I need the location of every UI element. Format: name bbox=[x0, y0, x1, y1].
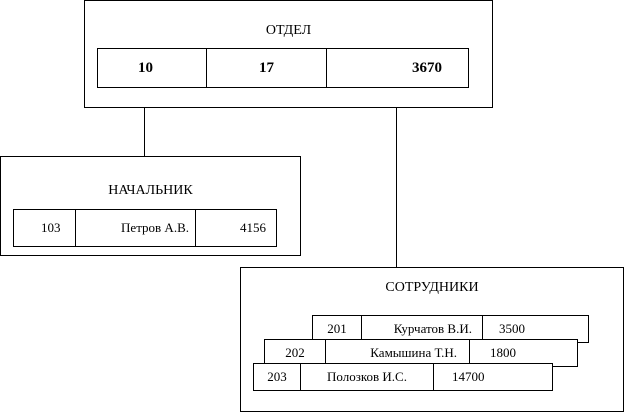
otdel-field-2: 17 bbox=[206, 49, 326, 87]
employee-name: Курчатов В.И. bbox=[361, 316, 482, 342]
otdel-field-1: 10 bbox=[138, 59, 153, 76]
employee-record: 201 Курчатов В.И. 3500 bbox=[312, 315, 589, 343]
otdel-box: ОТДЕЛ 10 17 3670 bbox=[84, 0, 493, 108]
nachalnik-title: НАЧАЛЬНИК bbox=[108, 183, 193, 198]
employee-name: Полозков И.С. bbox=[300, 364, 433, 390]
employee-id: 202 bbox=[285, 345, 305, 360]
employee-id: 201 bbox=[327, 321, 347, 336]
nachalnik-field-2: Петров А.В. bbox=[75, 210, 195, 246]
employee-salary: 14700 bbox=[433, 364, 552, 390]
employee-id: 203 bbox=[267, 369, 287, 384]
otdel-title: ОТДЕЛ bbox=[265, 23, 312, 38]
otdel-field-3: 3670 bbox=[326, 49, 468, 87]
nachalnik-field-1: 103 bbox=[41, 220, 61, 235]
employee-salary: 1800 bbox=[469, 340, 577, 366]
employee-record: 203 Полозков И.С. 14700 bbox=[253, 363, 553, 391]
nachalnik-record: 103 Петров А.В. 4156 bbox=[13, 209, 277, 247]
connector-otdel-nachalnik bbox=[144, 107, 145, 157]
sotrudniki-title: СОТРУДНИКИ bbox=[385, 280, 479, 295]
employee-name: Камышина Т.Н. bbox=[325, 340, 469, 366]
nachalnik-box: НАЧАЛЬНИК 103 Петров А.В. 4156 bbox=[0, 156, 301, 256]
employee-salary: 3500 bbox=[482, 316, 588, 342]
employee-record: 202 Камышина Т.Н. 1800 bbox=[264, 339, 578, 367]
otdel-record: 10 17 3670 bbox=[97, 48, 469, 88]
nachalnik-field-3: 4156 bbox=[195, 210, 276, 246]
connector-otdel-sotrudniki bbox=[396, 107, 397, 268]
